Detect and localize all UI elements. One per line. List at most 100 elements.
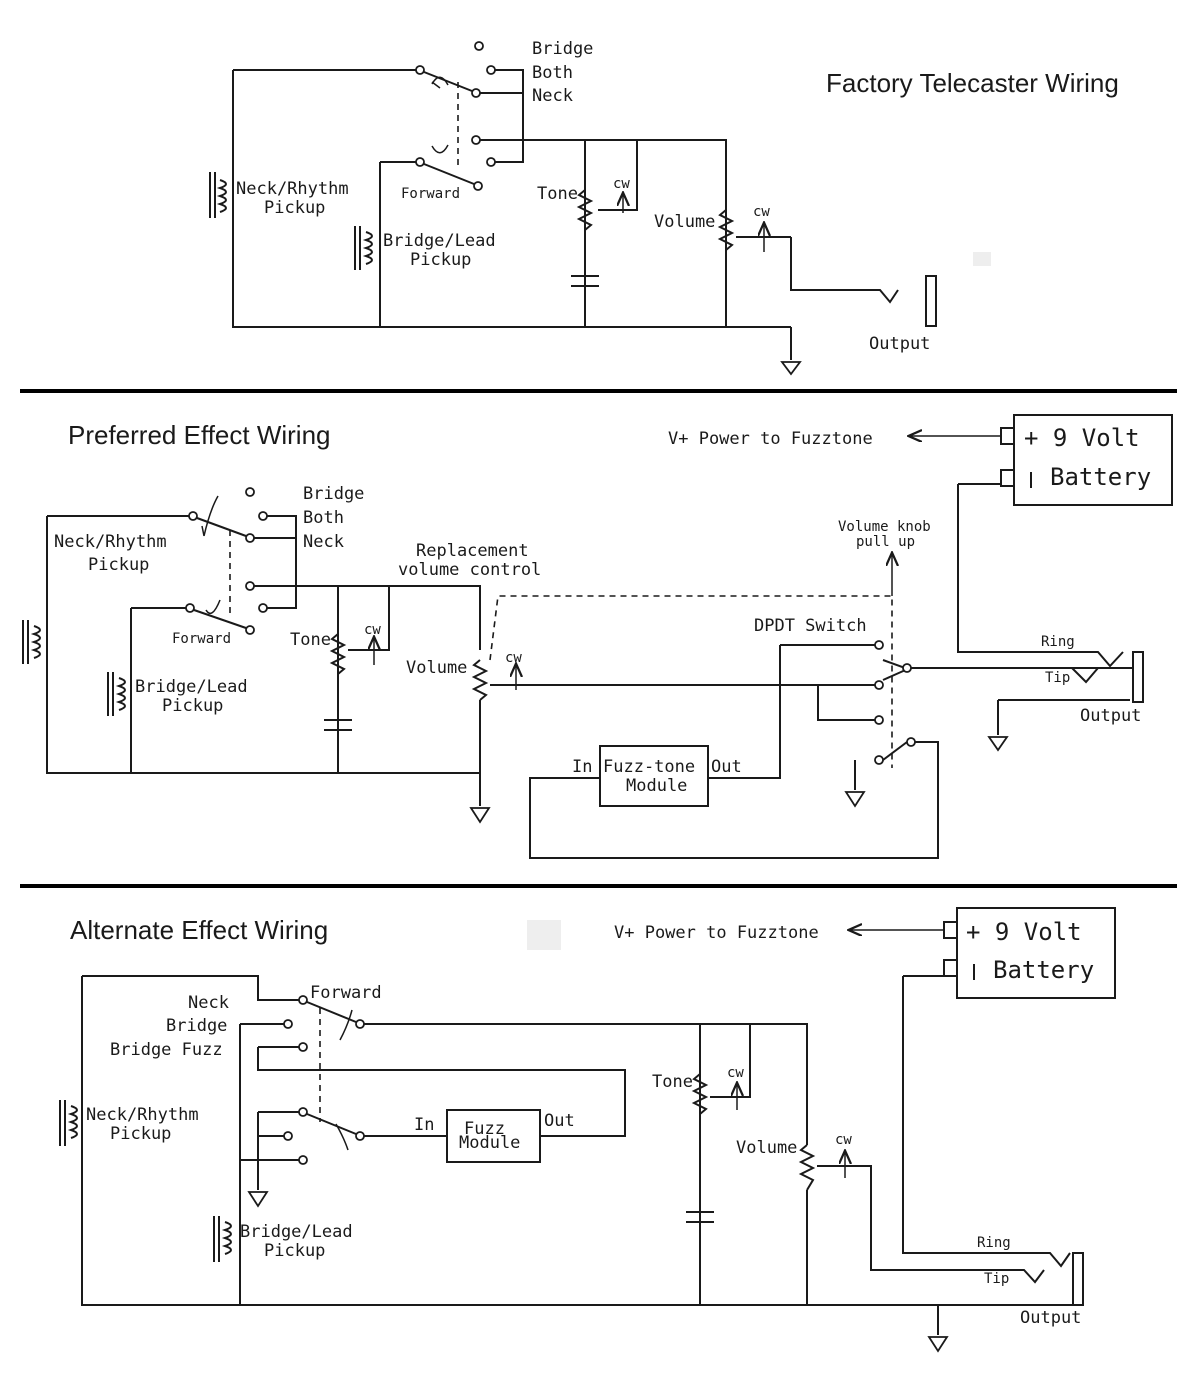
tone-capacitor: [686, 1211, 714, 1223]
tone-pot-resistor: [576, 189, 594, 231]
switch-pos-neck: Neck: [188, 993, 229, 1013]
switch-terminal: [471, 88, 481, 98]
switch-pos-both: Both: [532, 63, 573, 83]
tip-label: Tip: [984, 1271, 1009, 1287]
battery-terminal: [1000, 427, 1015, 445]
bridge-pickup-symbol: [354, 226, 373, 270]
neck-pickup-label-2: Pickup: [88, 555, 149, 575]
ground-symbol: [844, 791, 866, 808]
module-out-label: Out: [544, 1111, 575, 1131]
dpdt-terminal: [874, 680, 884, 690]
tone-cw-label: cw: [613, 176, 630, 192]
switch-terminal: [188, 511, 198, 521]
neck-pickup-label: Neck/Rhythm: [86, 1105, 199, 1125]
switch-terminal: [415, 65, 425, 75]
battery-box: [1013, 414, 1173, 506]
output-label: Output: [1080, 706, 1141, 726]
dpdt-terminal: [902, 663, 912, 673]
switch-terminal: [486, 65, 496, 75]
module-in-label: In: [572, 757, 592, 777]
battery-box: [956, 907, 1116, 999]
battery-terminal: [1000, 469, 1015, 487]
tip-label: Tip: [1045, 670, 1070, 686]
switch-pos-neck: Neck: [532, 86, 573, 106]
tone-pot-resistor: [691, 1073, 709, 1115]
battery-label-2: Battery: [1050, 463, 1151, 491]
output-jack: [1132, 651, 1144, 703]
switch-pos-both: Both: [303, 508, 344, 528]
bridge-pickup-symbol: [107, 672, 126, 716]
module-label: Fuzz-tone: [603, 757, 695, 777]
module-in-label: In: [414, 1115, 434, 1135]
volume-label: Volume: [736, 1138, 797, 1158]
ground-symbol: [987, 736, 1009, 752]
switch-pos-bridge: Bridge: [303, 484, 364, 504]
battery-label: + 9 Volt: [966, 918, 1082, 946]
factory-title: Factory Telecaster Wiring: [826, 68, 1119, 98]
battery-terminal: [943, 921, 958, 939]
neck-pickup-label-2: Pickup: [110, 1124, 171, 1144]
factory-wiring: [232, 69, 899, 328]
module-label-2: Module: [626, 776, 687, 796]
bridge-pickup-label: Bridge/Lead: [240, 1222, 353, 1242]
power-label: V+ Power to Fuzztone: [614, 923, 819, 943]
output-label: Output: [869, 334, 930, 354]
tone-label: Tone: [290, 630, 331, 650]
shade-mark: [527, 920, 561, 950]
dpdt-terminal: [874, 640, 884, 650]
switch-terminal: [245, 625, 255, 635]
output-jack: [925, 275, 937, 327]
volume-cw-label: cw: [505, 650, 522, 666]
tone-label: Tone: [537, 184, 578, 204]
battery-terminal: [943, 959, 958, 977]
preferred-wiring: [46, 483, 1138, 859]
alternate-diagram: Alternate Effect Wiring V+ Power to Fuzz…: [59, 907, 1116, 1353]
volume-cw-label: cw: [753, 204, 770, 220]
switch-pos-neck: Neck: [303, 532, 344, 552]
neck-pickup-symbol: [209, 172, 227, 218]
ground-symbol: [247, 1191, 269, 1208]
switch-pos-bridge-fuzz: Bridge Fuzz: [110, 1040, 223, 1060]
neck-pickup-symbol: [59, 1100, 78, 1146]
pull-up-label: Volume knob: [838, 519, 931, 535]
switch-terminal: [415, 157, 425, 167]
switch-terminal: [471, 135, 481, 145]
volume-cw-label: cw: [835, 1132, 852, 1148]
tone-capacitor: [324, 719, 352, 731]
switch-terminal: [474, 41, 484, 51]
volume-label: Volume: [654, 212, 715, 232]
switch-terminal: [298, 995, 308, 1005]
bridge-pickup-label-2: Pickup: [410, 250, 471, 270]
volume-label: Volume: [406, 658, 467, 678]
power-label: V+ Power to Fuzztone: [668, 429, 873, 449]
neck-pickup-label-2: Pickup: [264, 198, 325, 218]
fuzz-module-box: [599, 745, 709, 807]
switch-terminal: [355, 1131, 365, 1141]
switch-pos-bridge: Bridge: [166, 1016, 227, 1036]
tip-contact: [1071, 667, 1099, 684]
switch-terminal: [283, 1131, 293, 1141]
bridge-pickup-label: Bridge/Lead: [383, 231, 496, 251]
switch-pos-bridge: Bridge: [532, 39, 593, 59]
shade-mark: [973, 252, 991, 266]
replacement-label: Replacement: [416, 541, 529, 561]
switch-terminal: [298, 1042, 308, 1052]
module-out-label: Out: [711, 757, 742, 777]
switch-terminal: [245, 581, 255, 591]
module-label: Fuzz: [464, 1119, 505, 1139]
tone-capacitor: [571, 275, 599, 287]
volume-pot-resistor: [471, 659, 489, 701]
alternate-title: Alternate Effect Wiring: [70, 915, 328, 945]
preferred-title: Preferred Effect Wiring: [68, 420, 331, 450]
bridge-pickup-label-2: Pickup: [162, 696, 223, 716]
switch-forward-label: Forward: [401, 186, 460, 202]
battery-label-2: Battery: [993, 956, 1094, 984]
neck-pickup-label: Neck/Rhythm: [236, 179, 349, 199]
ground-symbol: [927, 1336, 949, 1353]
tone-label: Tone: [652, 1072, 693, 1092]
preferred-diagram: Preferred Effect Wiring V+ Power to Fuzz…: [22, 414, 1173, 859]
neck-pickup-symbol: [22, 620, 41, 664]
bridge-pickup-symbol: [213, 1216, 232, 1262]
pull-up-link: [489, 595, 893, 768]
pull-up-label-2: pull up: [856, 534, 915, 550]
